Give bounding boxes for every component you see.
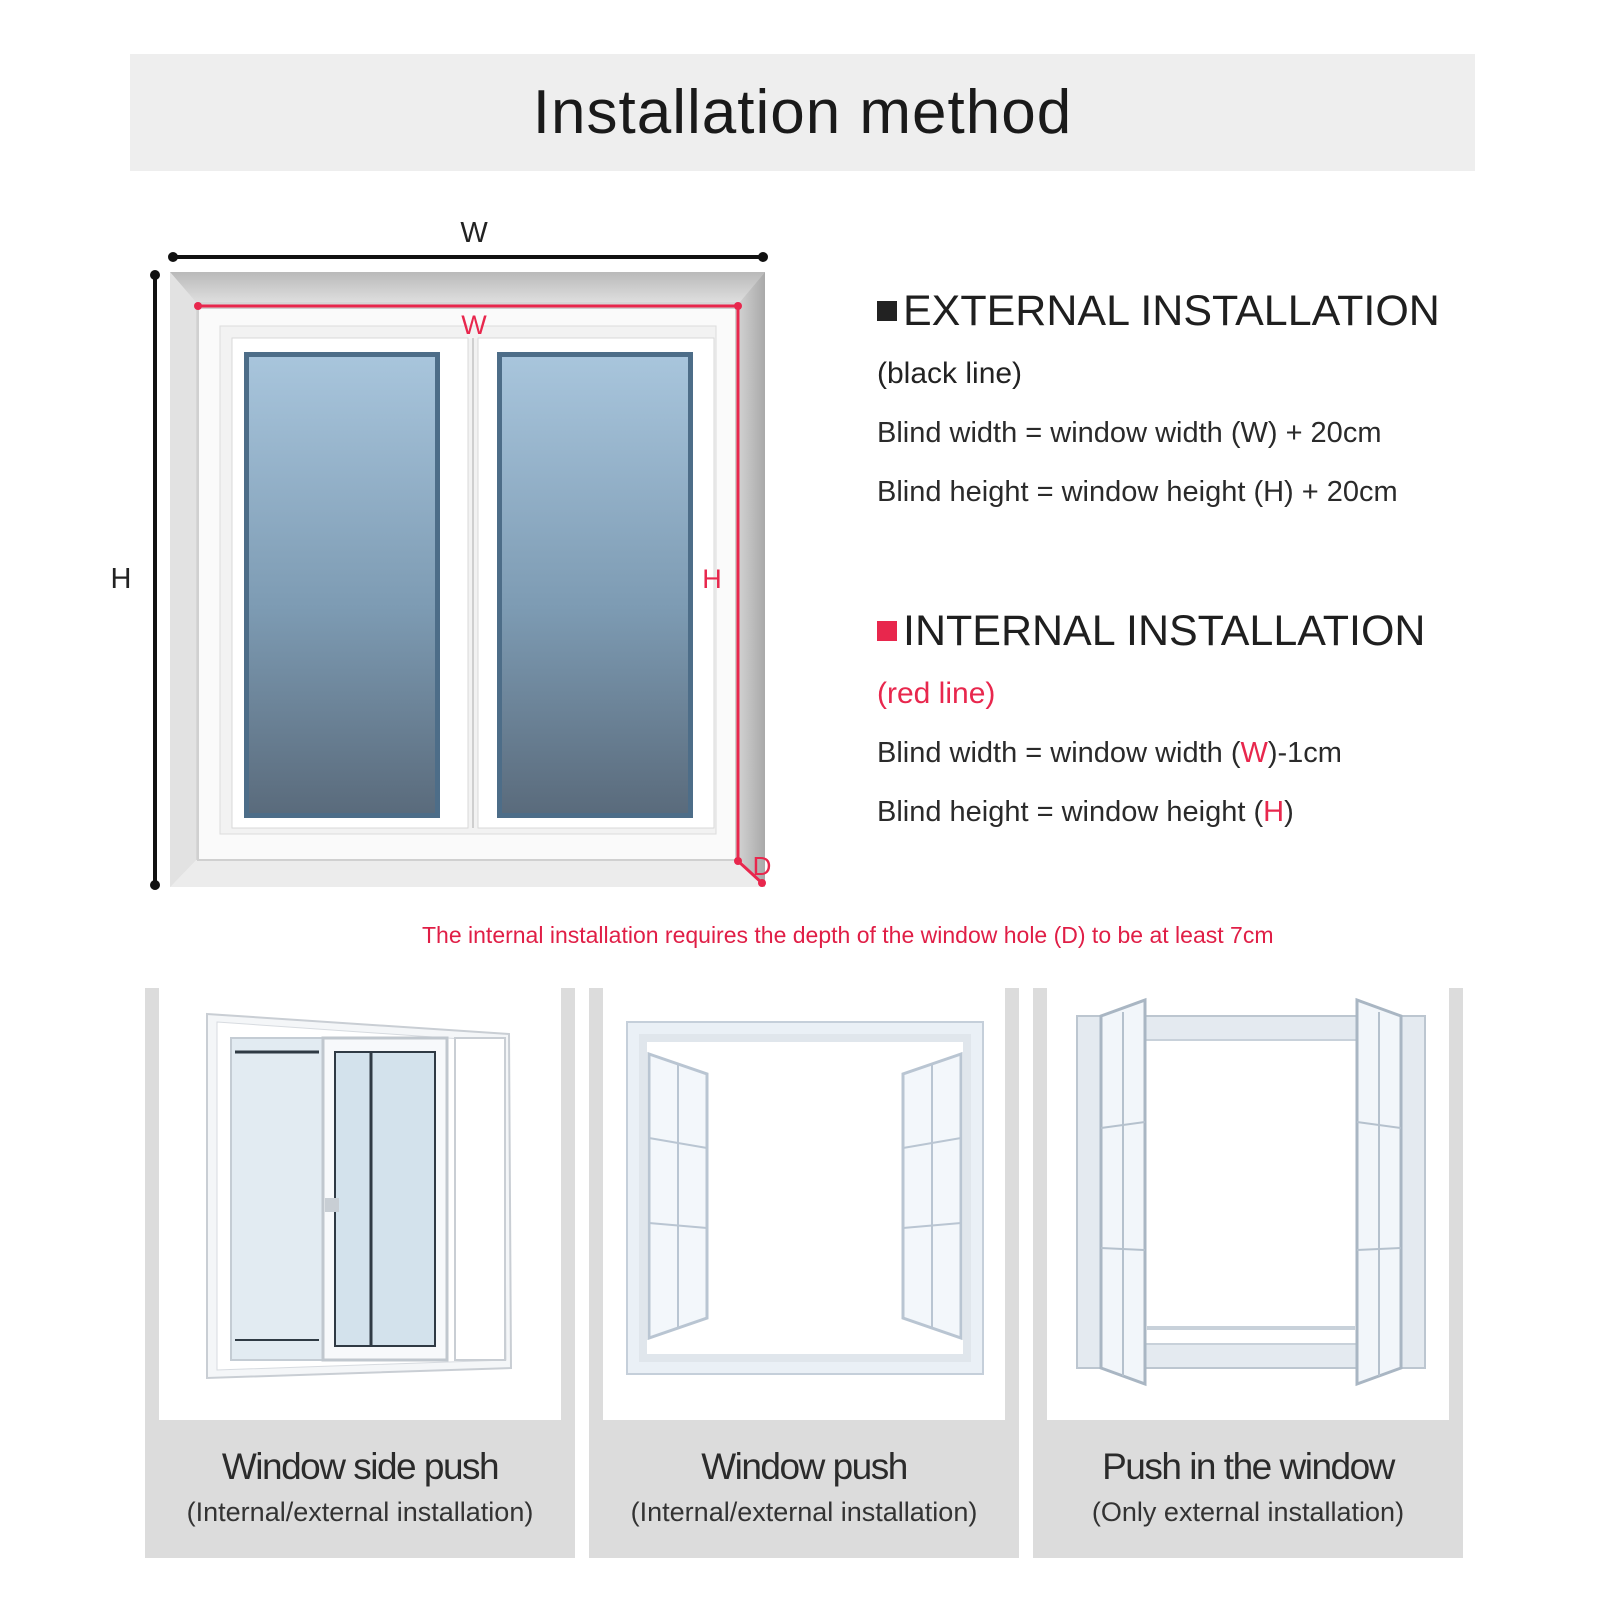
square-bullet-icon [877,301,897,321]
depth-requirement-note: The internal installation requires the d… [422,922,1274,948]
page-title: Installation method [532,78,1073,147]
card-caption: Push in the window (Only external instal… [1033,1448,1463,1526]
external-installation-spec: EXTERNAL INSTALLATION (black line) Blind… [877,290,1597,507]
header-banner: Installation method [130,54,1475,171]
external-width-formula: Blind width = window width (W) + 20cm [877,417,1382,449]
inner-height-label: H [702,564,722,594]
external-height-formula: Blind height = window height (H) + 20cm [877,476,1398,508]
formula-text: ) [1284,796,1294,828]
card-subtitle: (Only external installation) [1091,1497,1405,1527]
card-caption: Window push (Internal/external installat… [589,1448,1019,1526]
square-bullet-icon [877,621,897,641]
internal-measure-lines [194,302,766,887]
formula-text: Blind width = window width ( [877,737,1241,769]
formula-text: Blind height = window height ( [877,796,1264,828]
outer-width-label: W [460,217,488,249]
internal-installation-spec: INTERNAL INSTALLATION (red line) Blind w… [877,610,1597,827]
card-title: Push in the window [1102,1446,1395,1487]
external-title: EXTERNAL INSTALLATION [903,287,1440,335]
inner-width-label: W [461,310,487,340]
card-subtitle: (Internal/external installation) [630,1497,978,1527]
card-window-push: Window push (Internal/external installat… [589,988,1019,1558]
card-caption: Window side push (Internal/external inst… [145,1448,575,1526]
outer-height-label: H [111,563,132,595]
external-subtitle: (black line) [877,357,1023,390]
formula-variable: W [1240,737,1268,769]
formula-variable: H [1263,796,1285,828]
sliding-window-illustration [206,1012,513,1380]
external-measure-lines [150,252,768,890]
depth-label: D [753,851,772,881]
card-image [603,988,1005,1420]
internal-width-formula: Blind width = window width (W)-1cm [877,739,1597,768]
card-subtitle: (Internal/external installation) [186,1497,534,1527]
internal-height-formula: Blind height = window height (H) [877,798,1597,827]
card-image [1047,988,1449,1420]
card-title: Window push [701,1446,908,1487]
external-title-row: EXTERNAL INSTALLATION [877,290,1597,333]
window-frame [197,307,737,861]
inward-casement-illustration [1076,997,1426,1387]
internal-subtitle: (red line) [877,677,996,710]
card-title: Window side push [221,1446,500,1487]
card-image [159,988,561,1420]
internal-title: INTERNAL INSTALLATION [903,607,1426,655]
formula-text: )-1cm [1267,737,1342,769]
card-push-in-the-window: Push in the window (Only external instal… [1033,988,1463,1558]
card-window-side-push: Window side push (Internal/external inst… [145,988,575,1558]
internal-title-row: INTERNAL INSTALLATION [877,610,1597,653]
casement-window-illustration [626,1021,984,1375]
window-measurement-diagram: W H W H D [111,217,772,890]
